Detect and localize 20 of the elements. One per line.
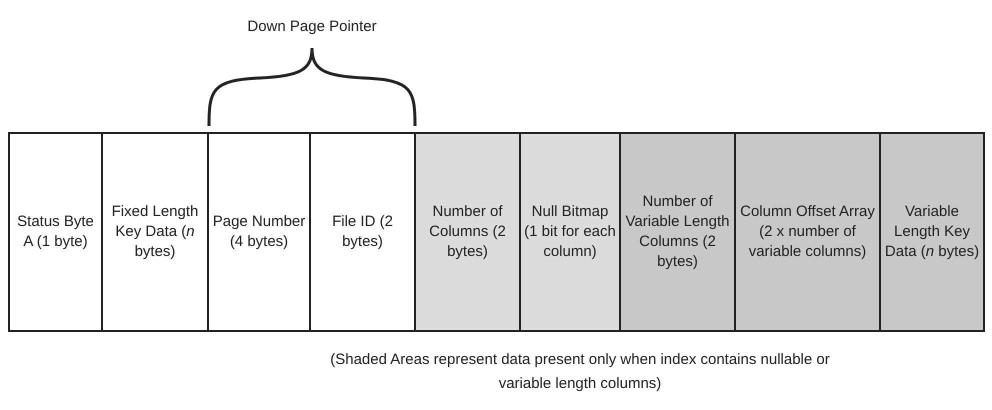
field-label: Number of Variable Length Columns (2 bytes) (624, 192, 730, 272)
record-field-cell (734, 132, 881, 332)
field-label: Variable Length Key Data (n bytes) (884, 202, 980, 262)
field-label: Null Bitmap (1 bit for each column) (524, 202, 616, 262)
field-label: File ID (2 bytes) (331, 212, 394, 252)
record-field-cell (309, 132, 416, 332)
field-label: Column Offset Array (2 x number of variable columns) (739, 202, 876, 262)
record-field-cell (519, 132, 621, 332)
record-field-cell (879, 132, 985, 332)
record-field-cell (207, 132, 311, 332)
caption: (Shaded Areas represent data present only when index contains nullable or variable length columns) (330, 350, 830, 394)
field-label: Number of Columns (2 bytes) (428, 202, 507, 262)
brace-label: Down Page Pointer (246, 18, 378, 35)
record-field-cell (414, 132, 521, 332)
field-label: Status Byte A (1 byte) (16, 212, 95, 252)
record-field-cell (619, 132, 736, 332)
field-label: Fixed Length Key Data (n bytes) (110, 202, 200, 262)
field-label: Page Number (4 bytes) (212, 212, 306, 252)
record-field-cell (101, 132, 209, 332)
record-field-cell (8, 132, 103, 332)
